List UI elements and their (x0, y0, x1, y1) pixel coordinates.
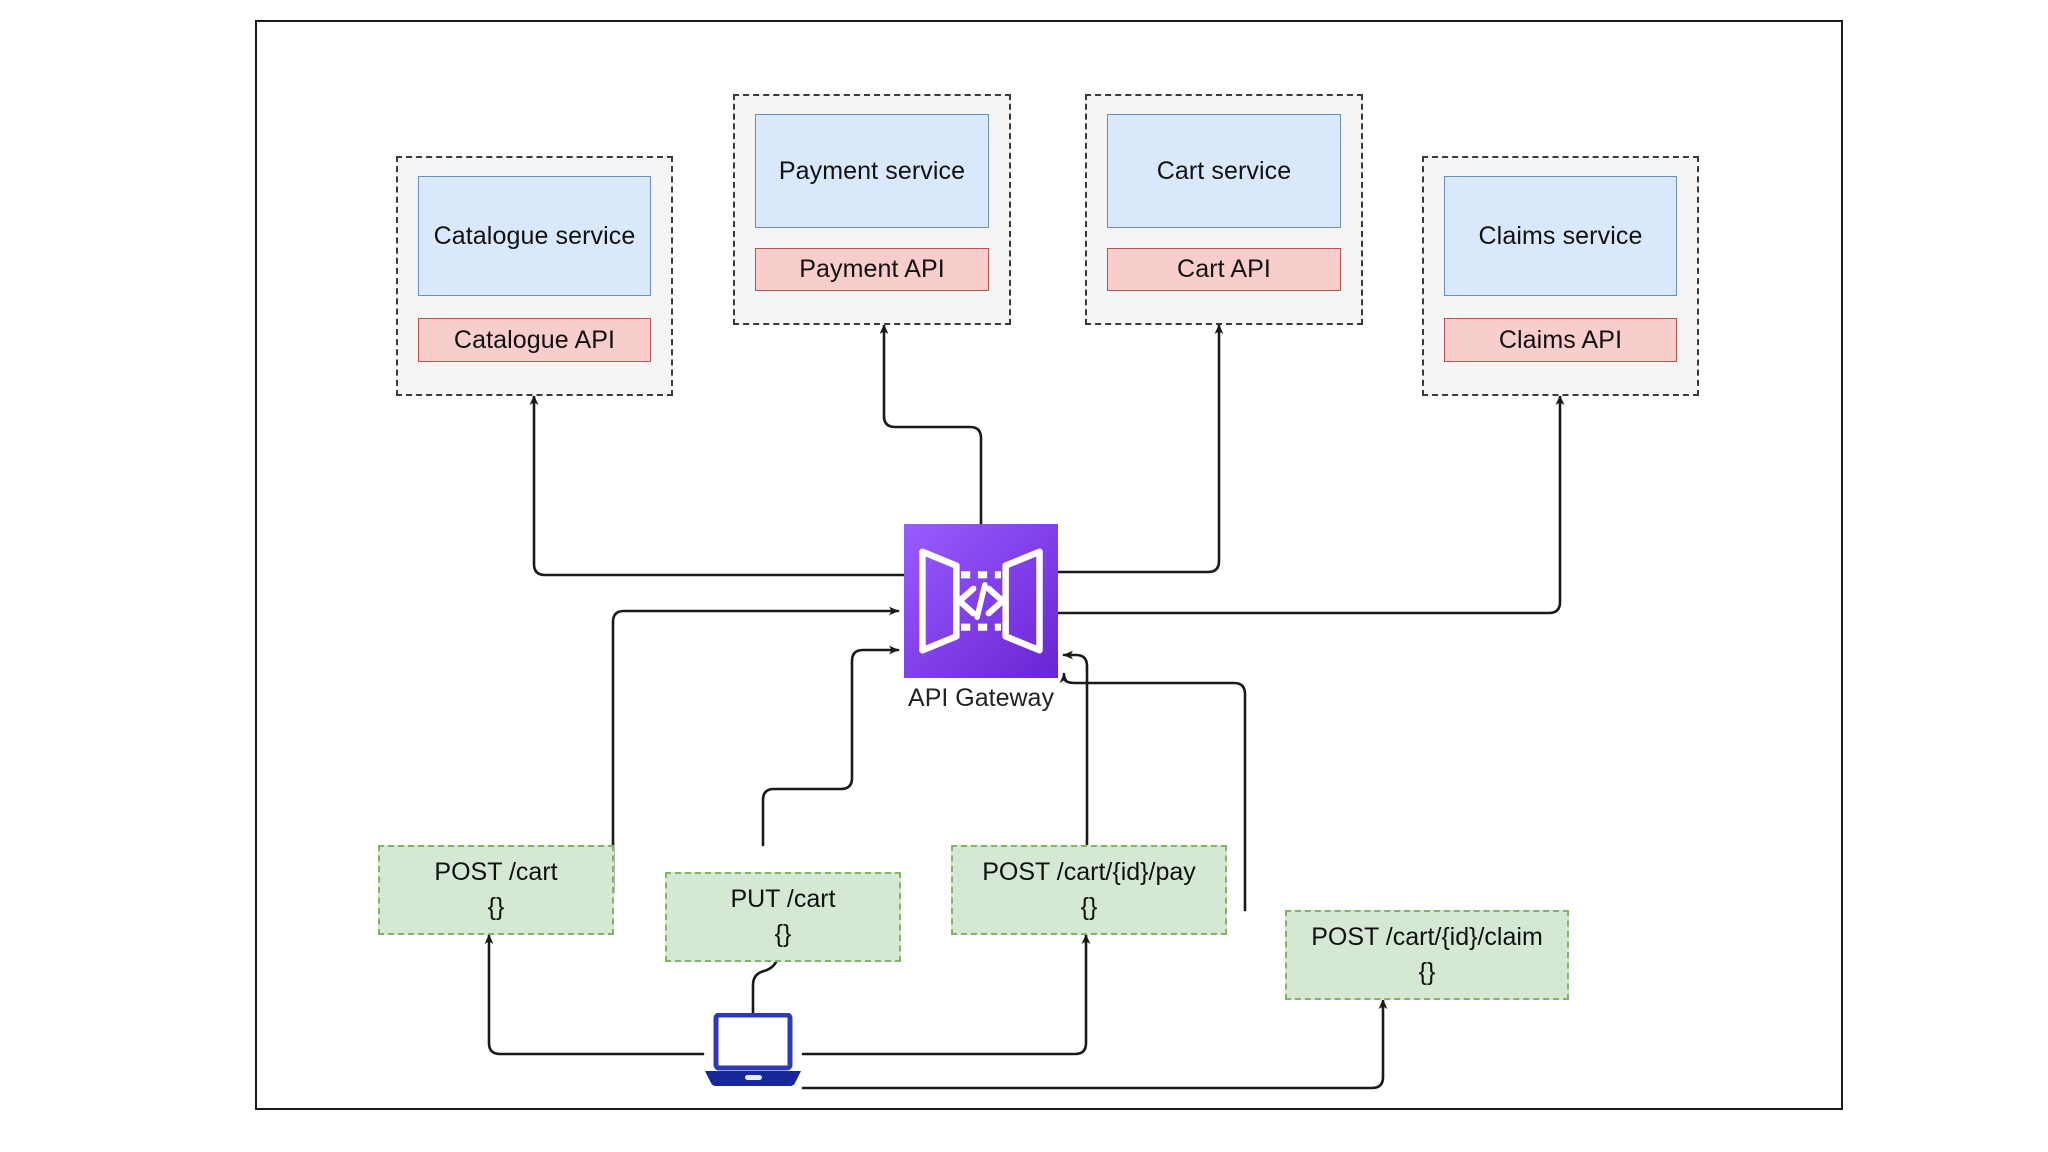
service-group-payment: Payment service Payment API (733, 94, 1011, 325)
request-method-path-post-cart-claim: POST /cart/{id}/claim (1311, 922, 1543, 951)
request-box-post-cart-pay[interactable]: POST /cart/{id}/pay {} (951, 845, 1227, 935)
request-box-post-cart[interactable]: POST /cart {} (378, 845, 614, 935)
service-box-cart[interactable]: Cart service (1107, 114, 1341, 228)
request-box-put-cart[interactable]: PUT /cart {} (665, 872, 901, 962)
request-method-path-post-cart-pay: POST /cart/{id}/pay (982, 857, 1196, 886)
api-gateway-label: API Gateway (908, 684, 1054, 712)
service-group-catalogue: Catalogue service Catalogue API (396, 156, 673, 396)
api-box-cart[interactable]: Cart API (1107, 248, 1341, 291)
service-label-payment: Payment service (778, 156, 966, 185)
service-label-cart: Cart service (1156, 156, 1292, 185)
api-label-payment: Payment API (799, 255, 945, 283)
api-box-claims[interactable]: Claims API (1444, 318, 1677, 362)
service-box-claims[interactable]: Claims service (1444, 176, 1677, 296)
service-group-claims: Claims service Claims API (1422, 156, 1699, 396)
request-method-path-post-cart: POST /cart (434, 857, 558, 886)
request-body-post-cart-claim: {} (1418, 958, 1436, 986)
api-label-catalogue: Catalogue API (453, 325, 616, 354)
service-label-catalogue: Catalogue service (433, 221, 636, 250)
api-box-catalogue[interactable]: Catalogue API (418, 318, 651, 362)
service-box-payment[interactable]: Payment service (755, 114, 989, 228)
request-body-post-cart-pay: {} (1080, 893, 1098, 921)
request-body-post-cart: {} (487, 893, 505, 921)
api-box-payment[interactable]: Payment API (755, 248, 989, 291)
request-box-post-cart-claim[interactable]: POST /cart/{id}/claim {} (1285, 910, 1569, 1000)
service-box-catalogue[interactable]: Catalogue service (418, 176, 651, 296)
api-gateway-node[interactable]: API Gateway (904, 524, 1058, 712)
service-label-claims: Claims service (1478, 221, 1643, 250)
api-label-cart: Cart API (1177, 255, 1271, 283)
api-gateway-icon (904, 524, 1058, 678)
request-body-put-cart: {} (774, 920, 792, 948)
laptop-icon (705, 1013, 801, 1086)
api-label-claims: Claims API (1498, 325, 1623, 354)
request-method-path-put-cart: PUT /cart (730, 884, 836, 913)
client-laptop-node[interactable] (703, 1013, 803, 1089)
service-group-cart: Cart service Cart API (1085, 94, 1363, 325)
